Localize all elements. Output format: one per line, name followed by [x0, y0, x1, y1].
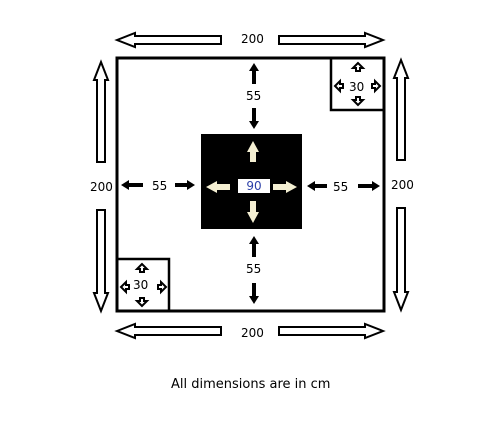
corner-bottom-left-label: 30 — [133, 278, 149, 292]
top-width-label: 200 — [241, 32, 264, 46]
gap-top-down-arrow — [249, 108, 259, 129]
center-right-arrow — [273, 181, 297, 193]
gap-top-up-arrow — [249, 63, 259, 84]
gap-bottom-label: 55 — [246, 262, 262, 276]
left-upper-dimension-arrow — [92, 59, 110, 163]
right-upper-dimension-arrow — [392, 57, 410, 161]
gap-right-left-arrow — [307, 181, 327, 191]
center-up-arrow — [247, 141, 259, 162]
corner-top-right-label: 30 — [349, 80, 365, 94]
gap-left-right-arrow — [175, 180, 195, 190]
left-height-label: 200 — [90, 180, 113, 194]
gap-left-label: 55 — [152, 179, 168, 193]
center-left-arrow — [206, 181, 230, 193]
corner-bottom-left-arrows — [119, 262, 168, 308]
right-height-label: 200 — [391, 178, 414, 192]
left-lower-dimension-arrow — [92, 209, 110, 314]
gap-top-label: 55 — [246, 89, 262, 103]
bottom-right-dimension-arrow — [278, 322, 386, 340]
center-down-arrow — [247, 201, 259, 223]
gap-bottom-up-arrow — [249, 236, 259, 257]
corner-square-top-right — [329, 56, 386, 112]
outer-square — [115, 56, 386, 313]
gap-right-label: 55 — [333, 180, 349, 194]
bottom-left-dimension-arrow — [114, 322, 222, 340]
gap-right-right-arrow — [358, 181, 380, 191]
center-size-label: 90 — [238, 179, 270, 193]
corner-square-bottom-left — [115, 257, 171, 313]
gap-bottom-down-arrow — [249, 283, 259, 304]
gap-left-left-arrow — [121, 180, 143, 190]
top-left-dimension-arrow — [114, 31, 222, 49]
top-right-dimension-arrow — [278, 31, 386, 49]
bottom-width-label: 200 — [241, 326, 264, 340]
corner-top-right-arrows — [333, 61, 382, 107]
units-note: All dimensions are in cm — [171, 377, 331, 392]
right-lower-dimension-arrow — [392, 207, 410, 313]
